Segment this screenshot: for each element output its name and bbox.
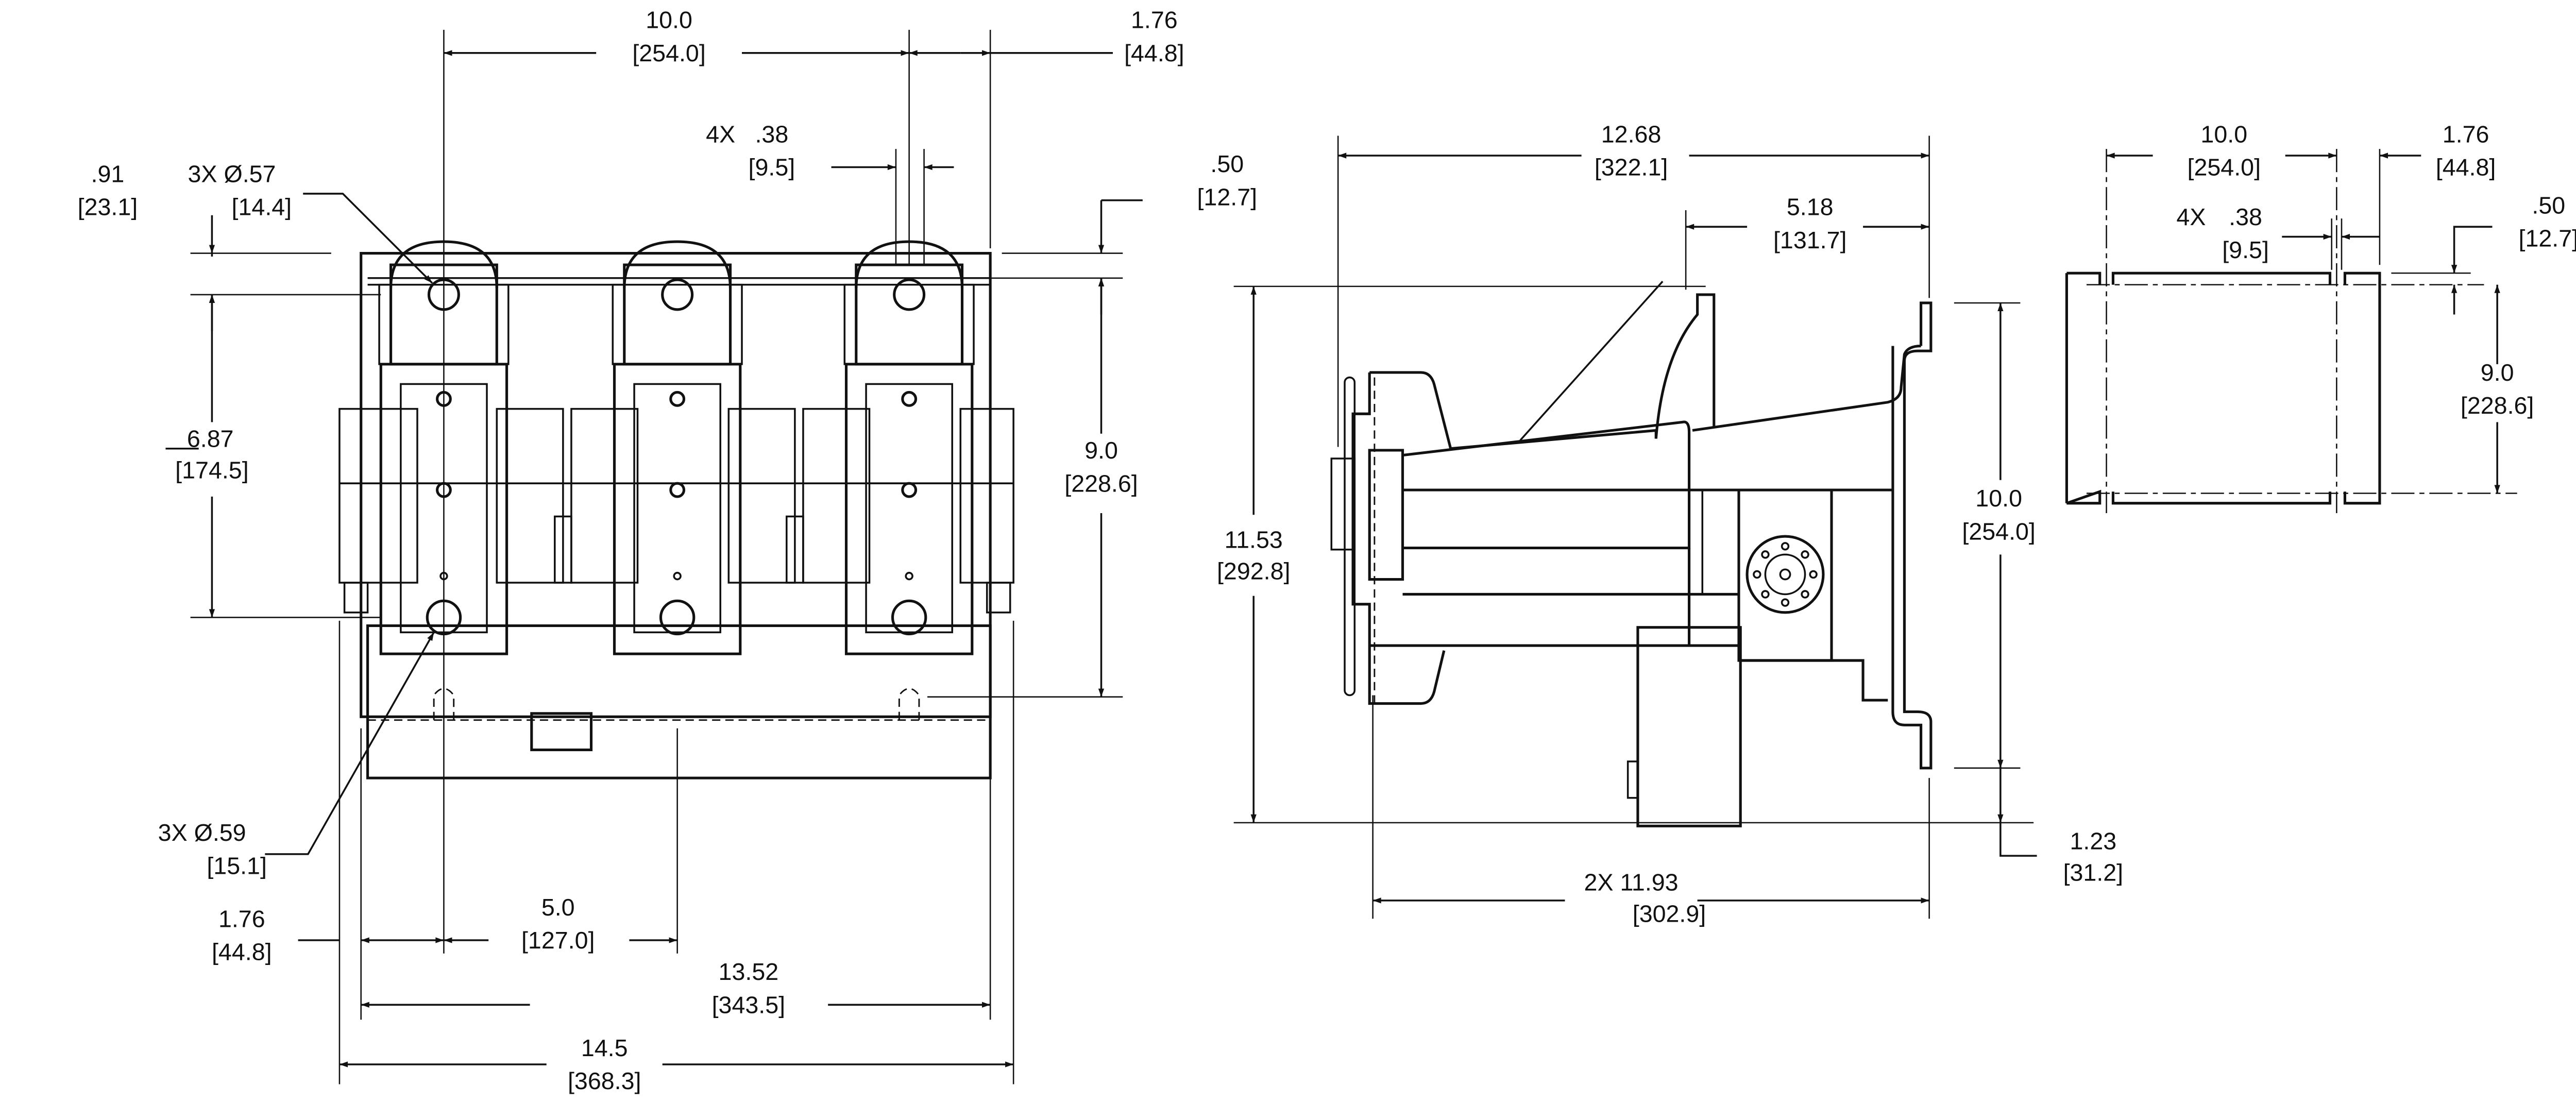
dim-mount-50-mm: [12.7]: [2519, 225, 2576, 252]
dim-lines-side: [1250, 152, 2037, 904]
dim-front-38-mm: [9.5]: [749, 154, 795, 181]
dim-front-687-in: 6.87: [187, 426, 234, 452]
front-top-plate: [360, 252, 992, 718]
dim-front-3x59-in: 3X Ø.59: [158, 819, 246, 846]
dim-mount-38-mm: [9.5]: [2222, 236, 2269, 263]
dim-lines-front: [165, 50, 1143, 1067]
dim-side-518-mm: [131.7]: [1773, 227, 1846, 253]
dim-front-pitch-in: 5.0: [541, 894, 575, 921]
front-body-blocks: [338, 408, 1014, 614]
dim-side-1268-in: 12.68: [1601, 121, 1662, 147]
dim-front-1352-mm: [343.5]: [712, 991, 785, 1018]
dim-mount-4x: 4X: [2176, 204, 2206, 230]
dim-front-90-mm: [228.6]: [1064, 470, 1138, 497]
dim-mount-90-mm: [228.6]: [2461, 392, 2534, 419]
dim-side-50-in: .50: [1210, 150, 1244, 177]
dim-front-687-mm: [174.5]: [175, 457, 248, 484]
dim-side-100-mm: [254.0]: [1962, 518, 2035, 545]
side-body: [1330, 281, 1933, 827]
dim-mount-10-mm: [254.0]: [2188, 154, 2261, 181]
dim-front-3x57-in: 3X Ø.57: [188, 160, 276, 187]
front-base-plate: [366, 624, 992, 779]
dim-front-176-mm: [44.8]: [1124, 40, 1184, 66]
dim-mount-90-in: 9.0: [2481, 359, 2514, 386]
mounting-outline: [2066, 272, 2381, 505]
dim-side-1193-in: 2X 11.93: [1584, 869, 1679, 896]
dim-side-518-in: 5.18: [1787, 194, 1834, 221]
pole-2: [612, 240, 743, 655]
dim-side-1153-in: 11.53: [1225, 527, 1283, 553]
nameplate: [530, 712, 593, 752]
dim-front-pitch-mm: [127.0]: [521, 927, 595, 954]
dim-front-4x: 4X: [706, 121, 735, 147]
dim-mount-176-mm: [44.8]: [2436, 154, 2496, 181]
dim-front-3x59-mm: [15.1]: [207, 852, 267, 879]
dim-side-50-mm: [12.7]: [1197, 183, 1258, 210]
dim-side-1268-mm: [322.1]: [1595, 154, 1668, 181]
dim-front-90-in: 9.0: [1084, 437, 1118, 464]
dim-front-91-in: .91: [91, 160, 125, 187]
dim-front-1352-in: 13.52: [719, 958, 779, 985]
dim-side-1153-mm: [292.8]: [1217, 558, 1290, 585]
dim-side-123-in: 1.23: [2070, 827, 2117, 854]
dim-side-100-in: 10.0: [1975, 485, 2022, 512]
mounting-view: 10.0 [254.0] 1.76 [44.8] 4X .38 [9.5] .5…: [2065, 121, 2576, 514]
front-view: 10.0 [254.0] 1.76 [44.8] 4X .38 [9.5] .9…: [78, 7, 1184, 1095]
dim-front-176b-mm: [44.8]: [212, 939, 272, 965]
dim-front-91-mm: [23.1]: [78, 194, 138, 221]
dim-side-123-mm: [31.2]: [2063, 859, 2124, 886]
side-view: 12.68 [322.1] 5.18 [131.7] .50 [12.7] 11…: [1197, 121, 2124, 927]
dim-mount-50-in: .50: [2532, 192, 2565, 218]
dim-front-38-in: .38: [755, 121, 788, 147]
dim-mount-38-in: .38: [2229, 204, 2262, 230]
dim-front-145-in: 14.5: [581, 1035, 628, 1061]
dim-front-3x57-mm: [14.4]: [232, 194, 292, 221]
dim-lines-mounting: [2106, 152, 2500, 494]
dim-side-1193-mm: [302.9]: [1633, 901, 1706, 927]
dim-front-10-mm: [254.0]: [632, 40, 705, 66]
dim-front-176b-in: 1.76: [218, 905, 265, 932]
dim-front-145-mm: [368.3]: [568, 1067, 641, 1094]
coupling-disc: [1745, 535, 1825, 614]
pole-3: [843, 240, 975, 655]
dim-front-10-in: 10.0: [646, 7, 692, 33]
dim-mount-10-in: 10.0: [2200, 121, 2247, 147]
dim-front-176-in: 1.76: [1131, 7, 1178, 33]
dim-mount-176-in: 1.76: [2443, 121, 2489, 147]
